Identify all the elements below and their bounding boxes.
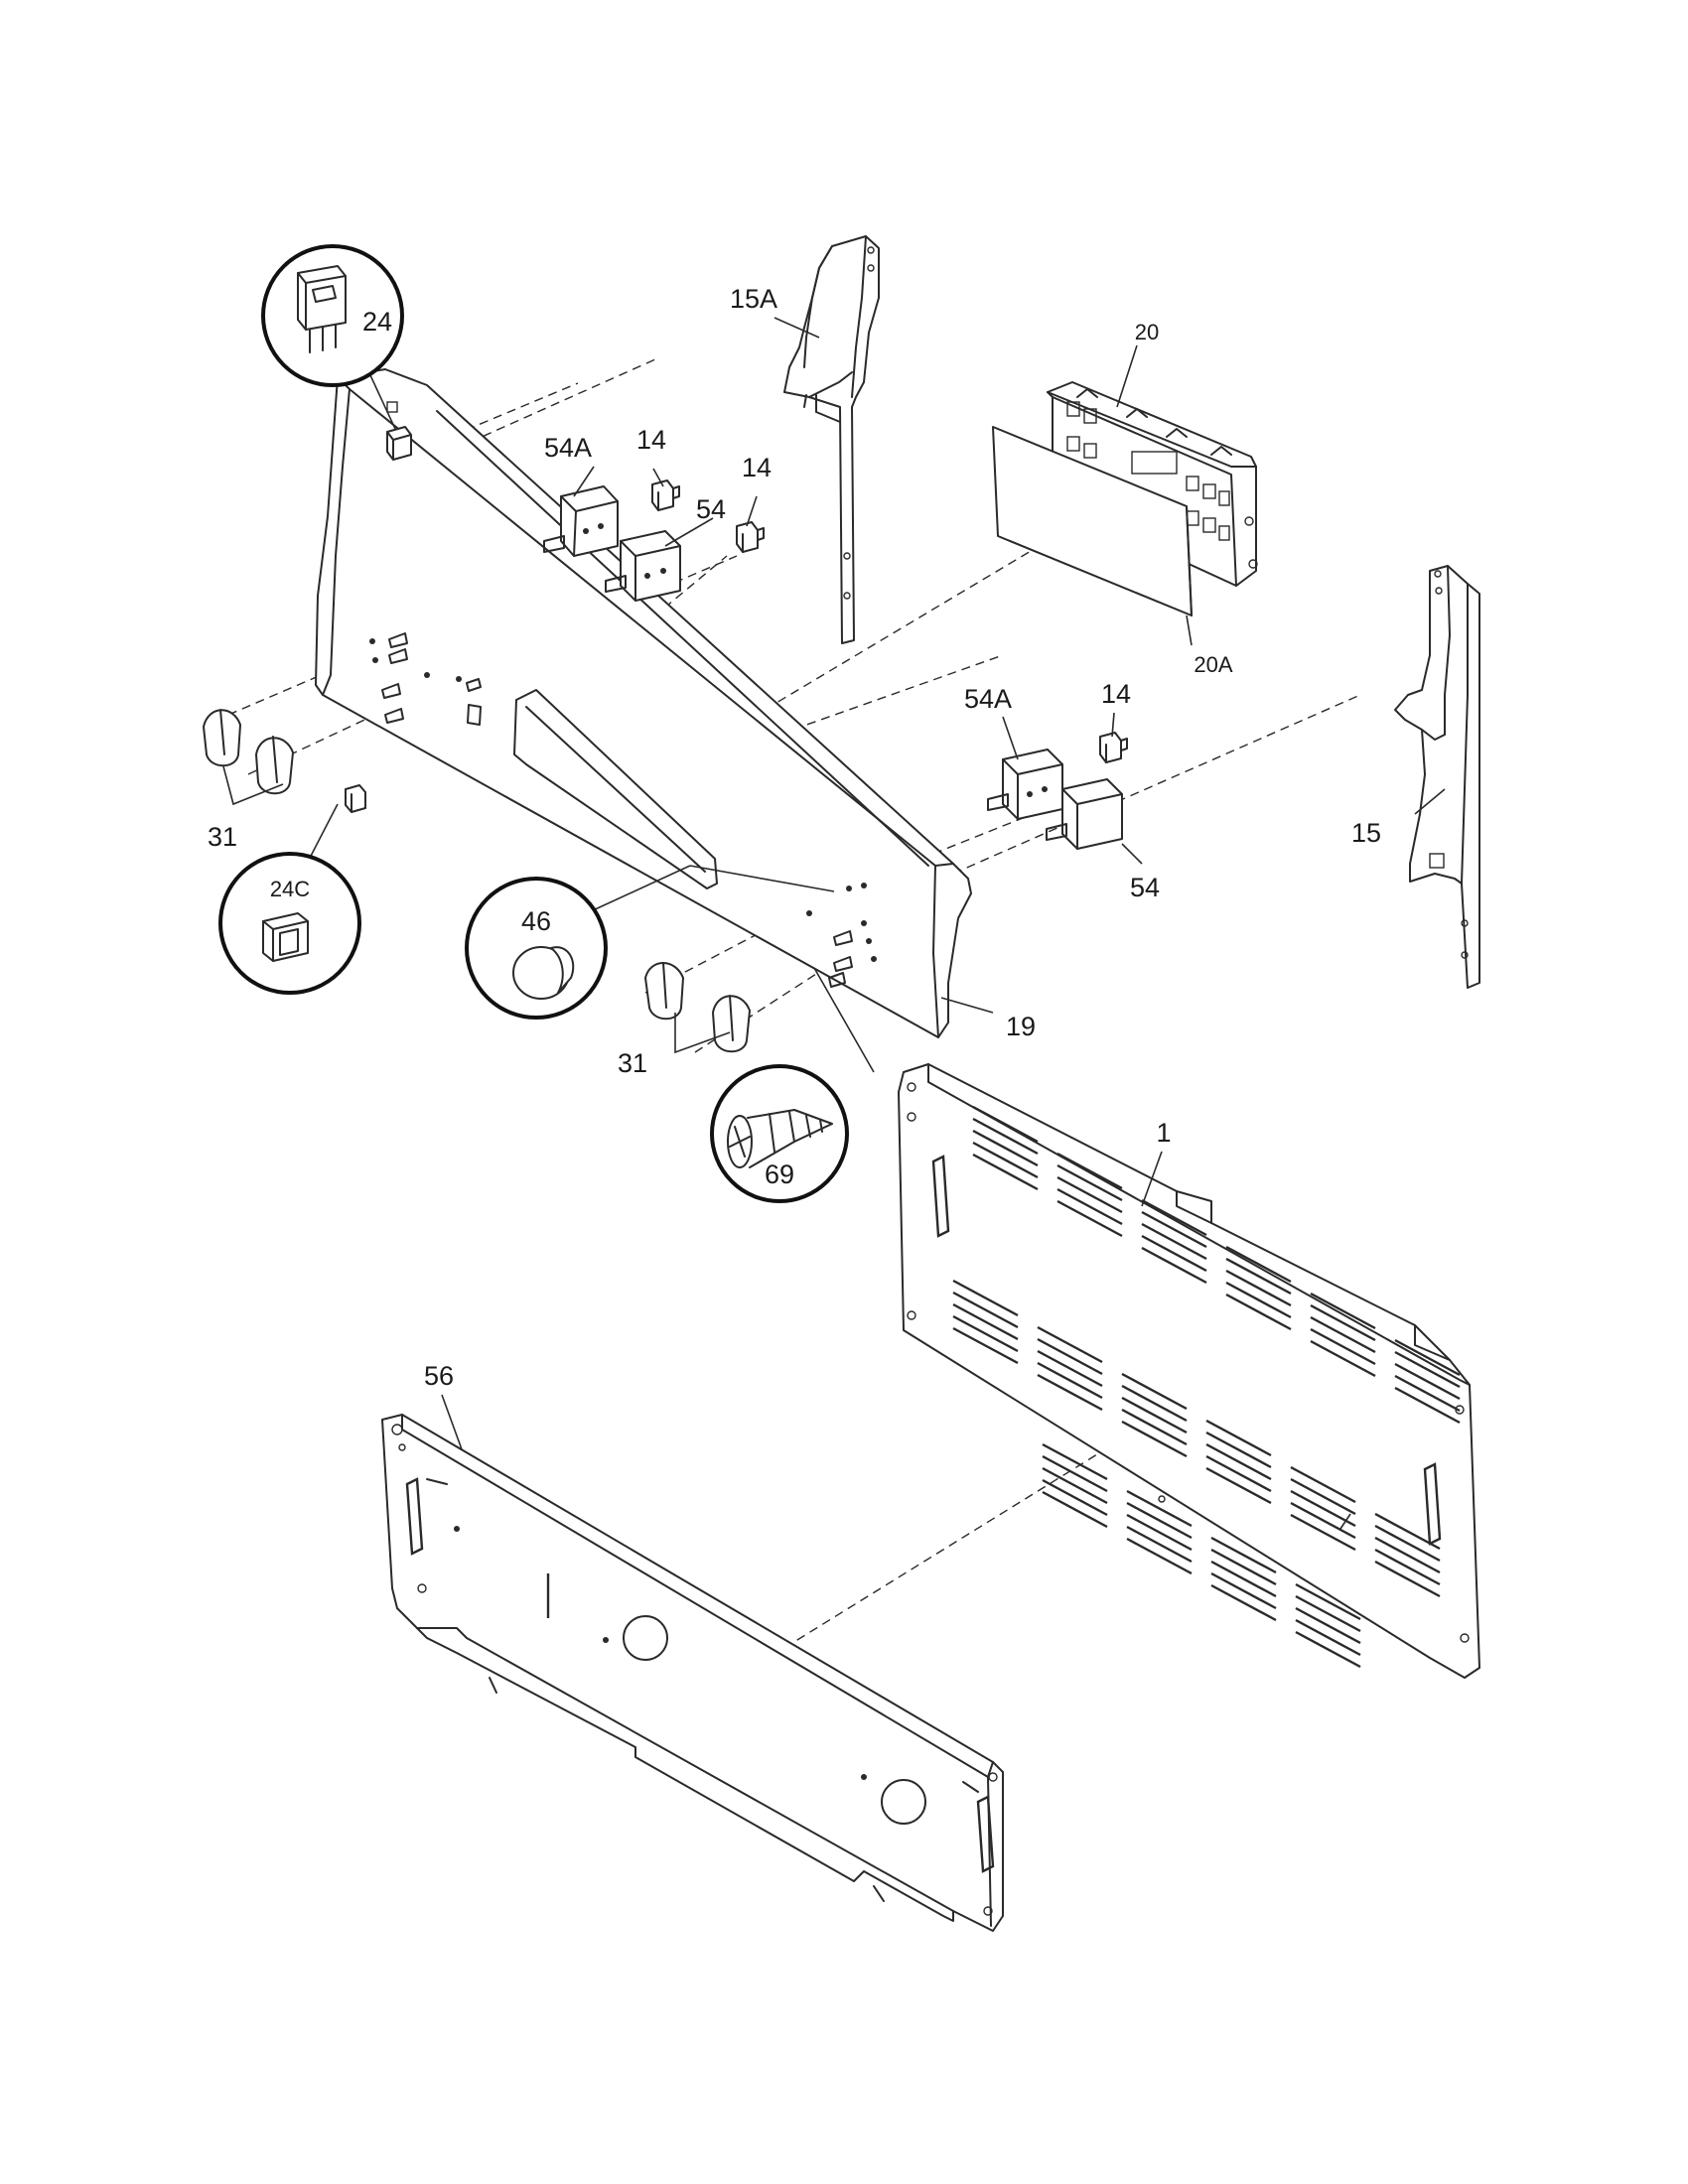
control-panel-backguard: [315, 368, 972, 1038]
rocker-switch-24c: [345, 784, 366, 813]
callout-label-46: 46: [521, 906, 551, 936]
panel-screws: [381, 632, 853, 988]
right-side-bracket: [1394, 565, 1480, 989]
label-56: 56: [424, 1361, 454, 1391]
infinite-switch-54a-right: [987, 749, 1063, 820]
signal-light-14-a: [651, 479, 680, 511]
signal-light-14-c: [1099, 732, 1128, 763]
infinite-switch-54-top: [605, 530, 681, 602]
part-labels: 15A 20 20A 54A 14 14 54 54A 14 54 15 31 …: [208, 284, 1381, 1391]
left-side-bracket: [783, 235, 880, 644]
callout-24c: 24C: [218, 852, 361, 995]
callout-69: 69: [710, 1064, 849, 1203]
vent-slots-upper: [972, 1105, 1462, 1425]
board-connectors: [1066, 401, 1230, 541]
infinite-switch-54a-top: [543, 485, 619, 557]
label-54-top: 54: [696, 494, 726, 524]
label-31-bottom: 31: [618, 1048, 647, 1078]
label-54a-right: 54A: [964, 684, 1012, 714]
panel-holes: [369, 638, 877, 962]
lamp-switch-24: [386, 426, 412, 461]
rear-vented-panel: [898, 1063, 1480, 1679]
callout-label-24: 24: [362, 307, 392, 337]
label-19: 19: [1006, 1012, 1036, 1041]
control-knob-31-bottom-b: [712, 995, 751, 1053]
callout-label-69: 69: [765, 1160, 794, 1189]
signal-light-14-b: [736, 521, 765, 553]
infinite-switch-54-right: [1046, 778, 1123, 850]
callout-label-24c: 24C: [270, 877, 310, 901]
label-14-b: 14: [742, 453, 772, 482]
control-overlay: [992, 426, 1193, 616]
label-54a-top: 54A: [544, 433, 592, 463]
control-knob-31-left-a: [203, 709, 241, 767]
label-20: 20: [1135, 320, 1159, 344]
label-15a: 15A: [730, 284, 777, 314]
electronic-control-board: [1047, 381, 1258, 587]
callout-24: 24: [261, 244, 404, 387]
leader-lines: [222, 317, 1446, 1530]
label-15: 15: [1351, 818, 1381, 848]
control-knob-31-left-b: [255, 736, 294, 795]
callout-46: 46: [465, 877, 608, 1020]
lower-mounting-bracket: [381, 1414, 1004, 1932]
label-31-left: 31: [208, 822, 237, 852]
label-54-right: 54: [1130, 873, 1160, 902]
label-1: 1: [1156, 1118, 1171, 1148]
label-14-c: 14: [1101, 679, 1131, 709]
label-20a: 20A: [1194, 652, 1232, 677]
label-14-a: 14: [636, 425, 666, 455]
control-knob-31-bottom-a: [644, 962, 684, 1021]
